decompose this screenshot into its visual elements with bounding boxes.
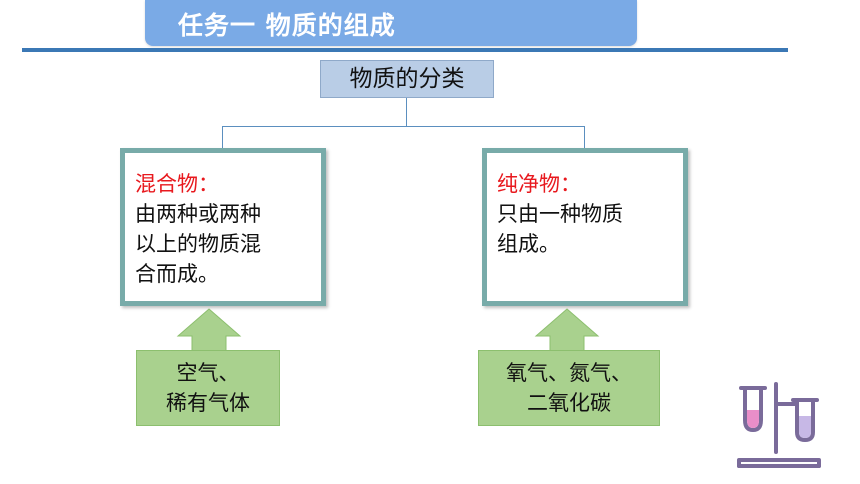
header-divider [22,48,788,52]
title-banner [145,0,637,46]
pure-substance-description: 只由一种物质 组成。 [497,202,623,256]
page-title: 任务一 物质的组成 [178,11,396,40]
test-tube-rack-icon [737,382,821,468]
mixture-description: 由两种或两种 以上的物质混 合而成。 [135,202,261,286]
mixture-title: 混合物： [135,172,219,196]
arrow-up-left-icon [176,308,242,354]
pure-substance-title: 纯净物： [497,172,581,196]
pure-substance-box: 纯净物： 只由一种物质 组成。 [482,148,688,306]
root-node: 物质的分类 [320,60,494,98]
connector-right-branch [584,126,585,148]
mixture-box: 混合物： 由两种或两种 以上的物质混 合而成。 [120,148,326,306]
connector-horizontal [222,126,585,127]
mixture-examples: 空气、 稀有气体 [136,350,280,426]
connector-root-stem [406,98,407,126]
pure-substance-examples: 氧气、氮气、 二氧化碳 [478,350,660,426]
arrow-up-right-icon [534,308,600,354]
connector-left-branch [222,126,223,148]
